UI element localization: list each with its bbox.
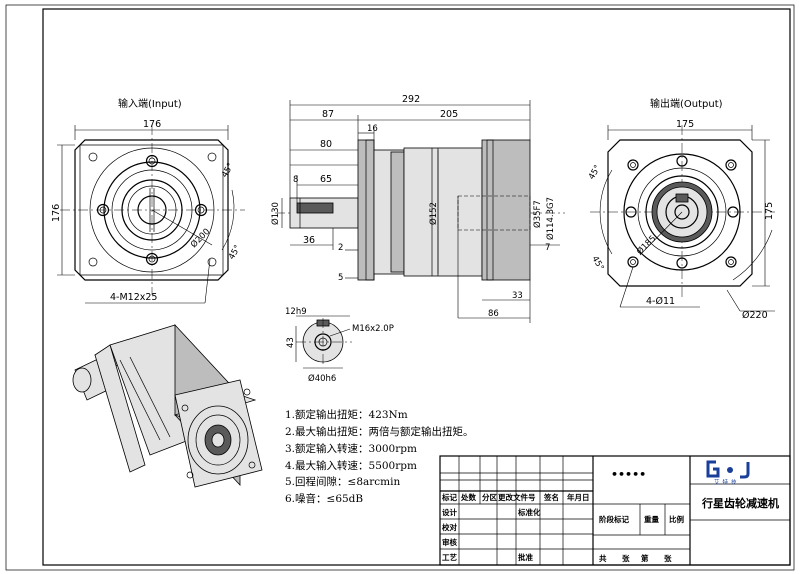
tb-weight: 重量 — [644, 514, 659, 524]
tb-header-3: 分区 — [482, 492, 497, 502]
body-main — [403, 147, 483, 277]
tb-row-check: 校对 — [442, 522, 457, 532]
output-end-view: 输出端(Output) 175 — [587, 97, 775, 321]
inner-frame — [42, 8, 791, 566]
length-65-dim: 65 — [320, 174, 332, 185]
tb-scale: 比例 — [669, 514, 684, 524]
tb-row-process: 工艺 — [442, 552, 457, 562]
tb-header-1: 标记 — [441, 492, 457, 502]
input-bore — [137, 195, 167, 225]
overall-length-dim: 292 — [402, 94, 420, 105]
shaft-section: 12h9 43 M16x2.0P Ø40h6 — [285, 307, 394, 384]
tb-sheet-4: 张 — [664, 554, 672, 563]
length-80-dim: 80 — [320, 139, 332, 150]
output-angle-dim-2: 45° — [589, 255, 605, 273]
tb-header-6: 年月日 — [567, 492, 590, 502]
tb-dots: ••••• — [611, 468, 646, 481]
output-outer-ring — [623, 153, 741, 271]
input-holes-label: 4-M12x25 — [110, 292, 157, 303]
tb-sheet-3: 第 — [641, 553, 649, 563]
dia-130-dim: Ø130 — [270, 202, 281, 225]
output-view-title: 输出端(Output) — [650, 97, 723, 110]
tb-approval: 批准 — [518, 552, 533, 562]
outer-frame — [5, 4, 795, 571]
output-holes-label: 4-Ø11 — [646, 296, 675, 307]
logo-text: 艾特技 — [714, 478, 740, 486]
length-8-dim: 8 — [293, 175, 298, 185]
tb-sheet-1: 共 — [599, 553, 607, 563]
svg-text:AT: AT — [738, 469, 743, 474]
iso-input-flange — [94, 344, 146, 473]
company-logo: AT 艾特技 — [706, 459, 764, 486]
input-end-view: 输入端(Input) — [51, 97, 245, 304]
note-3: 3.额定输入转速：3000rpm — [285, 442, 417, 455]
input-tapped-holes — [96, 154, 208, 266]
input-corner-holes — [88, 152, 217, 267]
title-block: 标记 处数 分区 更改文件号 签名 年月日 设计 校对 审核 工艺 标准化 批准… — [439, 455, 791, 566]
tb-row-design: 设计 — [442, 507, 457, 517]
output-angle-dim: 45° — [587, 163, 603, 181]
input-outer-ring — [89, 147, 215, 273]
tb-stage-mark: 阶段标记 — [599, 514, 629, 524]
length-205-dim: 205 — [440, 109, 458, 120]
length-87-dim: 87 — [322, 109, 334, 120]
shaft-height-dim: 43 — [286, 337, 296, 348]
output-width-dim: 175 — [676, 119, 694, 130]
length-5-dim: 5 — [338, 273, 343, 283]
tb-row-review: 审核 — [442, 537, 457, 547]
length-7-dim: 7 — [545, 243, 550, 253]
note-6: 6.噪音：≤65dB — [285, 492, 363, 505]
note-5: 5.回程间隙：≤8arcmin — [285, 475, 400, 488]
input-pcd-dim: Ø200 — [188, 226, 212, 250]
length-33-dim: 33 — [512, 291, 523, 301]
input-flange-inner — [79, 144, 224, 276]
tb-header-5: 签名 — [543, 492, 559, 502]
dia-152-dim: Ø152 — [428, 202, 439, 225]
shaft-dia-dim: Ø40h6 — [308, 373, 336, 384]
spec-notes: 1.额定输出扭矩：423Nm 2.最大输出扭矩：两倍与额定输出扭矩。 3.额定输… — [285, 408, 474, 505]
tb-header-4: 更改文件号 — [498, 492, 536, 502]
input-bore-ring — [121, 179, 183, 241]
input-angle-dim-2: 45° — [227, 243, 243, 261]
iso-input-shaft — [72, 367, 92, 393]
tb-standardization: 标准化 — [517, 507, 541, 517]
dia-114-dim: Ø114.3G7 — [545, 197, 556, 240]
tb-sheet-2: 张 — [622, 554, 630, 563]
input-view-title: 输入端(Input) — [118, 97, 182, 110]
thread-label: M16x2.0P — [352, 324, 394, 334]
note-2: 2.最大输出扭矩：两倍与额定输出扭矩。 — [285, 425, 474, 438]
note-1: 1.额定输出扭矩：423Nm — [285, 408, 408, 421]
input-width-dim: 176 — [143, 119, 161, 130]
side-view: 292 87 205 16 80 65 8 36 2 5 Ø130 Ø152 Ø… — [270, 94, 565, 323]
output-height-dim: 175 — [764, 202, 775, 220]
dia-35f7-dim: Ø35F7 — [532, 200, 543, 228]
length-2-dim: 2 — [338, 243, 343, 253]
output-dia-185-dim: Ø185 — [634, 233, 658, 257]
input-angle-dim: 45° — [220, 161, 236, 179]
note-4: 4.最大输入转速：5500rpm — [285, 459, 417, 472]
length-36-dim: 36 — [303, 235, 315, 246]
output-pcd-dim: Ø220 — [742, 310, 768, 321]
length-86-dim: 86 — [488, 309, 499, 319]
tb-header-2: 处数 — [460, 492, 476, 502]
input-flange-outline — [74, 139, 229, 281]
output-flange-side — [481, 139, 531, 281]
product-name: 行星齿轮减速机 — [701, 496, 779, 510]
isometric-view — [72, 323, 263, 488]
output-flange-outline — [607, 139, 753, 287]
length-16-dim: 16 — [367, 124, 378, 134]
keyway-dim: 12h9 — [285, 307, 307, 317]
input-height-dim: 176 — [51, 204, 62, 222]
output-mount-holes — [625, 155, 739, 269]
shaft-keyway — [296, 202, 334, 214]
